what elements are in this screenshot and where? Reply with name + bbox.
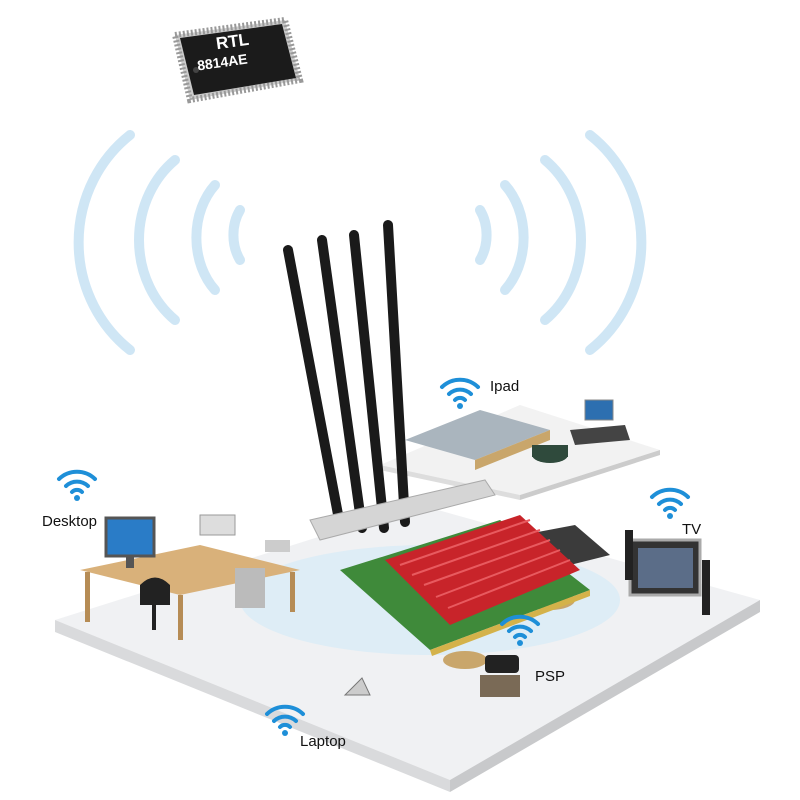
wifi-icon-tv (650, 487, 690, 521)
wifi-icon-ipad (440, 377, 480, 411)
tv (625, 530, 710, 615)
label-desktop: Desktop (42, 513, 98, 530)
wifi-card (309, 479, 590, 656)
label-tv: TV (682, 521, 702, 538)
signal-waves-right (475, 130, 647, 355)
wifi-icon-desktop (57, 469, 97, 503)
chip-icon (171, 16, 304, 104)
label-ipad: Ipad (490, 378, 520, 395)
label-psp: PSP (535, 668, 566, 685)
upper-room (380, 399, 660, 500)
label-laptop: Laptop (300, 733, 346, 750)
antennas (283, 220, 410, 533)
signal-waves-left (73, 130, 245, 355)
desk-area (80, 514, 300, 640)
